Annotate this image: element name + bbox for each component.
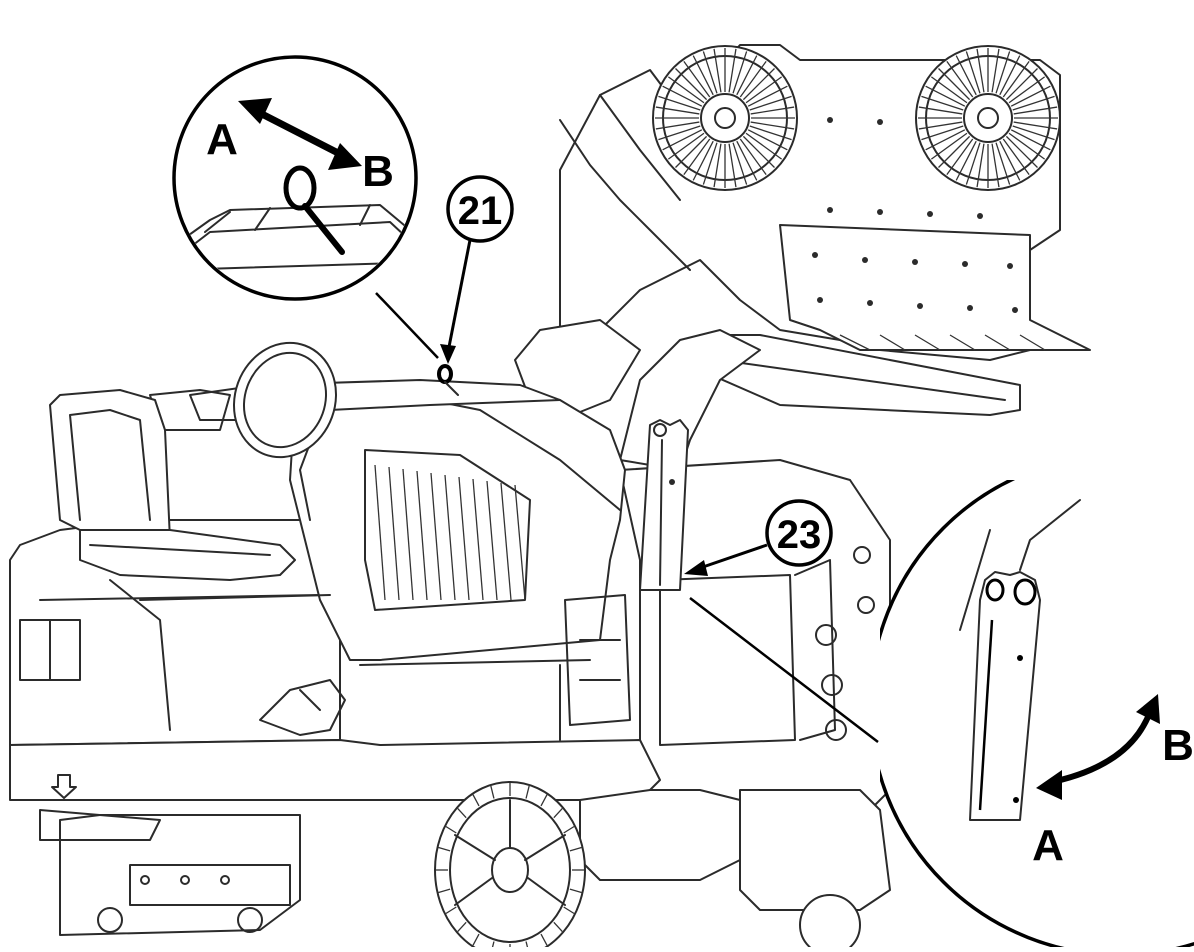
detail-top: A B xyxy=(172,55,418,301)
callout-21: 21 xyxy=(440,175,514,364)
hopper-bolts xyxy=(812,117,1018,313)
callout-23-label: 23 xyxy=(777,513,822,557)
machine-body xyxy=(9,341,891,952)
callout-23: 23 xyxy=(684,499,833,576)
detail-right-label-a: A xyxy=(1032,821,1064,870)
lock-pin-21 xyxy=(437,364,459,396)
latch-lever-23 xyxy=(639,419,689,591)
drain-arrow-icon xyxy=(51,774,77,799)
detail-right-leader xyxy=(689,597,879,743)
front-wheel xyxy=(434,781,586,952)
detail-top-label-a: A xyxy=(206,115,238,164)
side-brush-right xyxy=(915,45,1061,191)
detail-right-label-b: B xyxy=(1162,721,1194,770)
detail-right: B A xyxy=(880,480,1194,947)
callout-21-label: 21 xyxy=(458,189,503,233)
detail-top-leader xyxy=(375,292,439,359)
detail-top-label-b: B xyxy=(362,147,394,196)
side-brush-left xyxy=(652,45,798,191)
